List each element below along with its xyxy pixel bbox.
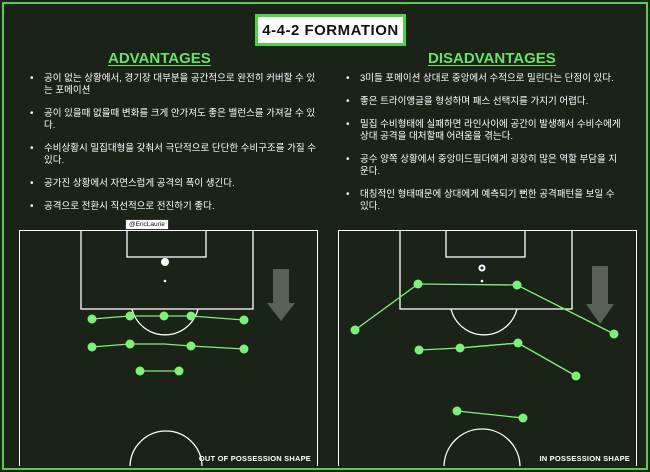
- ball-icon: [161, 258, 169, 266]
- center-circle: [129, 430, 203, 466]
- author-credit: @EricLaurie: [125, 219, 169, 230]
- disadvantage-point: 대칭적인 형태때문에 상대에게 예측되기 뻔한 공격패턴을 보일 수 있다.: [342, 189, 622, 213]
- goal-area: [445, 231, 526, 258]
- shape-label-out-of-possession: OUT OF POSSESSION SHAPE: [198, 454, 311, 463]
- arrow-down-icon-head: [267, 303, 295, 321]
- advantage-point: 수비상황시 밀집대형을 갖춰서 극단적으로 단단한 수비구조를 가질 수 있다.: [26, 143, 316, 167]
- pitch-in-possession: IN POSSESSION SHAPE: [338, 230, 637, 466]
- arrow-down-icon: [592, 266, 608, 304]
- player-links: [354, 283, 615, 419]
- advantages-list: 공이 없는 상황에서, 경기장 대부분을 공간적으로 완전히 커버할 수 있는 …: [26, 73, 316, 224]
- disadvantages-heading: DISADVANTAGES: [428, 50, 556, 67]
- penalty-area: [399, 231, 573, 310]
- penalty-spot: [163, 279, 167, 283]
- disadvantages-list: 3미들 포메이션 상대로 중앙에서 수적으로 밀린다는 단점이 있다. 좋은 트…: [342, 73, 622, 224]
- advantage-point: 공가진 상황에서 자연스럽게 공격의 폭이 생긴다.: [26, 178, 316, 190]
- arrow-down-icon-head: [586, 304, 614, 324]
- pitch-diagram-left: [80, 231, 295, 466]
- penalty-area: [80, 231, 254, 310]
- penalty-arc: [450, 308, 518, 336]
- penalty-spot: [480, 279, 484, 283]
- advantage-point: 공격으로 전환시 직선적으로 전진하기 좋다.: [26, 201, 316, 213]
- disadvantage-point: 공수 양쪽 상황에서 중앙미드필더에게 굉장히 많은 역할 부담을 지운다.: [342, 154, 622, 178]
- advantage-point: 공이 있을때 없을때 변화를 크게 안가져도 좋은 밸런스를 가져갈 수 있다.: [26, 108, 316, 132]
- center-circle: [443, 428, 521, 466]
- disadvantage-point: 밀집 수비형태에 실패하면 라인사이에 공간이 발생해서 수비수에게 상대 공격…: [342, 119, 622, 143]
- goal-area: [126, 231, 207, 258]
- pitch-diagram-right: [350, 231, 619, 466]
- ball-icon-center: [480, 266, 484, 270]
- advantages-heading: ADVANTAGES: [108, 50, 211, 67]
- shape-label-in-possession: IN POSSESSION SHAPE: [539, 454, 630, 463]
- disadvantage-point: 좋은 트라이앵글을 형성하며 패스 선택지를 가지기 어렵다.: [342, 96, 622, 108]
- player-links: [91, 315, 245, 372]
- arrow-down-icon: [273, 269, 289, 303]
- page-title: 4-4-2 FORMATION: [255, 14, 406, 46]
- player-markers: [87, 311, 249, 376]
- player-markers: [350, 279, 619, 423]
- advantage-point: 공이 없는 상황에서, 경기장 대부분을 공간적으로 완전히 커버할 수 있는 …: [26, 73, 316, 97]
- disadvantage-point: 3미들 포메이션 상대로 중앙에서 수적으로 밀린다는 단점이 있다.: [342, 73, 622, 85]
- pitch-out-of-possession: OUT OF POSSESSION SHAPE: [19, 230, 318, 466]
